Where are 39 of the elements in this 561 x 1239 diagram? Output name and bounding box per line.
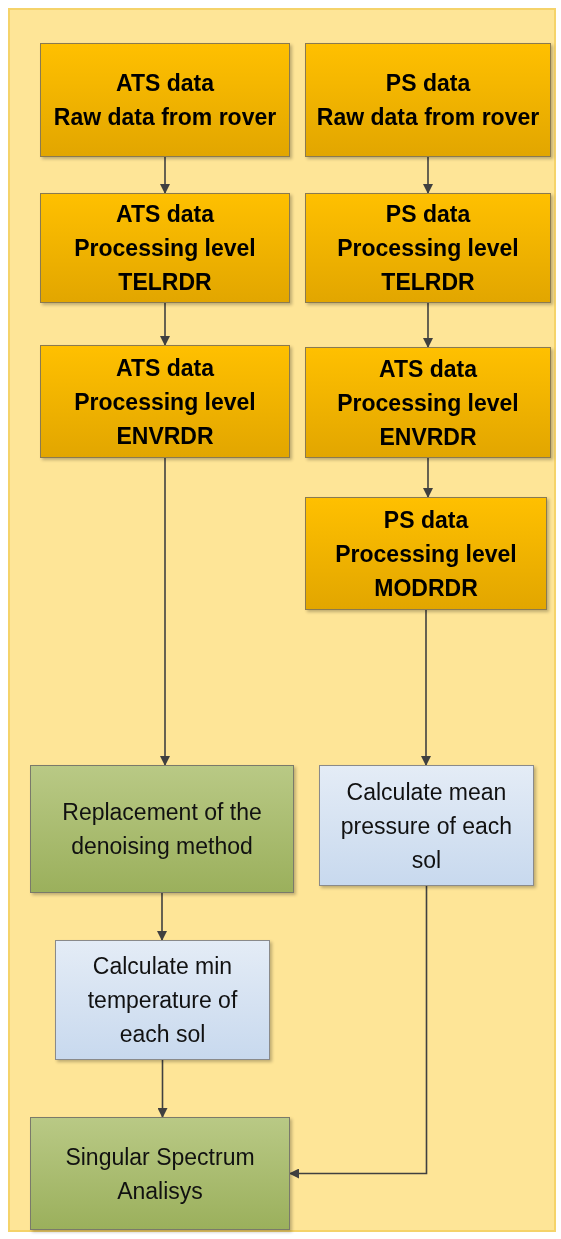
box-text: Processing level TELRDR bbox=[336, 234, 520, 297]
box-text: ATS data bbox=[379, 354, 477, 384]
arrow bbox=[423, 156, 433, 194]
process-box bbox=[55, 940, 270, 1060]
arrow bbox=[157, 892, 167, 941]
box-text: Calculate mean pressure of each sol bbox=[339, 777, 514, 875]
box-text: Processing level ENVRDR bbox=[336, 388, 520, 452]
box-text: Processing level MODRDR bbox=[334, 539, 518, 603]
box-text: Raw data from rover bbox=[316, 103, 540, 132]
box-text: Singular Spectrum Analisys bbox=[64, 1142, 256, 1206]
box-text: Calculate min temperature of each sol bbox=[86, 952, 239, 1049]
process-box bbox=[40, 193, 290, 303]
arrow bbox=[423, 302, 433, 348]
box-text: ATS data bbox=[116, 200, 214, 229]
arrow bbox=[157, 1059, 168, 1118]
box-text: PS data bbox=[385, 200, 471, 229]
box-text: Processing level TELRDR bbox=[73, 234, 257, 297]
box-text: Raw data from rover bbox=[53, 103, 277, 132]
process-box bbox=[305, 43, 551, 157]
arrow bbox=[160, 156, 170, 194]
box-text: Processing level ENVRDR bbox=[73, 387, 257, 451]
process-box bbox=[319, 765, 534, 886]
arrow bbox=[421, 609, 431, 766]
process-box bbox=[305, 497, 547, 610]
process-box bbox=[30, 1117, 290, 1230]
arrow bbox=[160, 457, 170, 766]
box-text: ATS data bbox=[116, 353, 214, 383]
process-box bbox=[305, 347, 551, 458]
box-text: Replacement of the denoising method bbox=[61, 798, 263, 861]
process-box bbox=[40, 345, 290, 458]
box-text: PS data bbox=[385, 69, 471, 98]
arrow bbox=[160, 302, 170, 346]
arrow bbox=[289, 885, 428, 1179]
box-text: PS data bbox=[383, 505, 469, 535]
process-box bbox=[40, 43, 290, 157]
process-box bbox=[30, 765, 294, 893]
process-box bbox=[305, 193, 551, 303]
arrow bbox=[423, 457, 433, 498]
box-text: ATS data bbox=[116, 69, 214, 98]
